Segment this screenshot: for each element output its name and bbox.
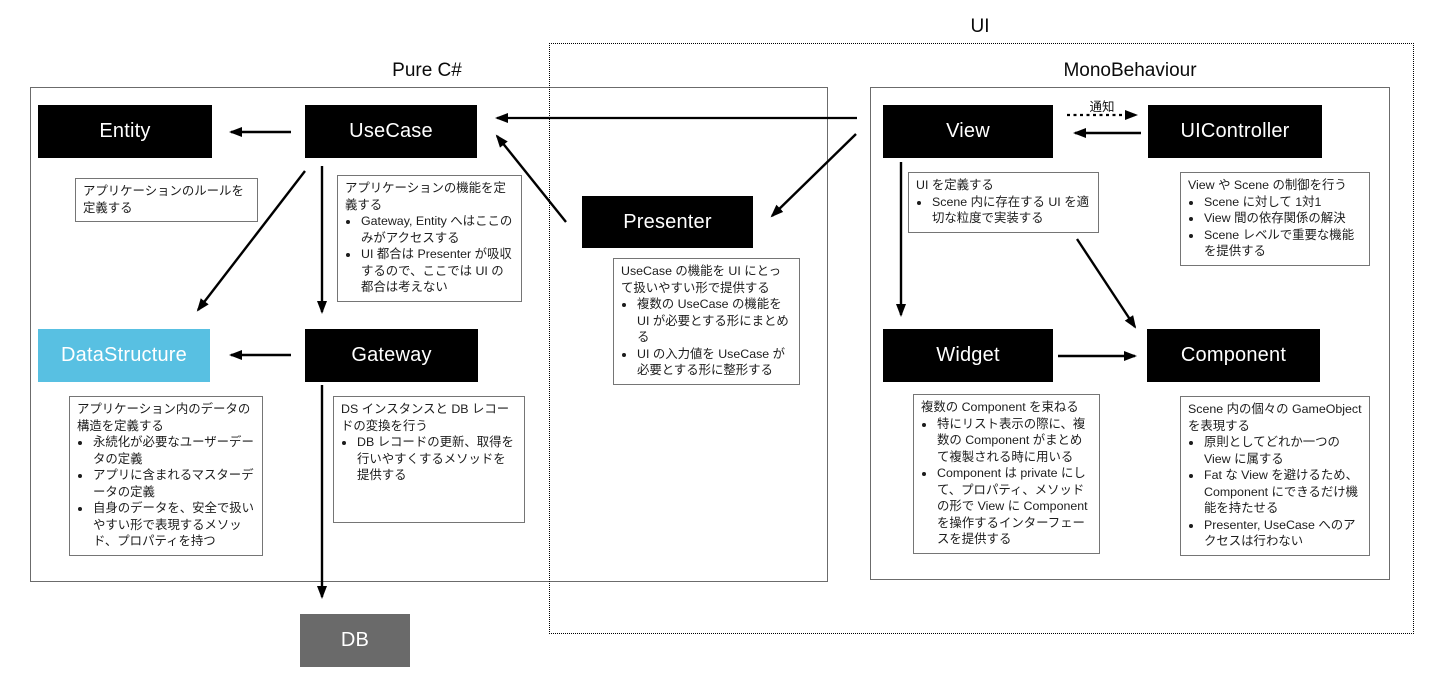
note-bullet: 自身のデータを、安全で扱いやすい形で表現するメソッド、プロパティを持つ bbox=[92, 500, 255, 550]
note-presenter-intro: UseCase の機能を UI にとって扱いやすい形で提供する bbox=[621, 264, 782, 295]
note-bullet: 特にリスト表示の際に、複数の Component がまとめて複製される時に用いる bbox=[936, 416, 1092, 466]
group-monobehaviour-border bbox=[870, 87, 1390, 580]
note-bullet: 複数の UseCase の機能を UI が必要とする形にまとめる bbox=[636, 296, 792, 346]
note-bullet: Scene レベルで重要な機能を提供する bbox=[1203, 227, 1362, 260]
node-view-label: View bbox=[946, 120, 990, 142]
node-component: Component bbox=[1147, 329, 1320, 382]
note-bullet: Fat な View を避けるため、Component にできるだけ機能を持たせ… bbox=[1203, 467, 1362, 517]
note-bullet: 原則としてどれか一つの View に属する bbox=[1203, 434, 1362, 467]
note-view: UI を定義する Scene 内に存在する UI を適切な粒度で実装する bbox=[908, 172, 1099, 233]
node-gateway: Gateway bbox=[305, 329, 478, 382]
note-component-intro: Scene 内の個々の GameObject を表現する bbox=[1188, 402, 1362, 433]
node-component-label: Component bbox=[1180, 344, 1287, 366]
note-presenter-bullets: 複数の UseCase の機能を UI が必要とする形にまとめる UI の入力値… bbox=[621, 296, 792, 379]
node-db: DB bbox=[300, 614, 410, 667]
group-pure-csharp-border bbox=[30, 87, 828, 582]
note-bullet: 永続化が必要なユーザーデータの定義 bbox=[92, 434, 255, 467]
node-datastructure: DataStructure bbox=[38, 329, 210, 382]
note-bullet: Presenter, UseCase へのアクセスは行わない bbox=[1203, 517, 1362, 550]
node-usecase-label: UseCase bbox=[349, 120, 433, 142]
node-presenter-label: Presenter bbox=[623, 210, 712, 233]
node-datastructure-label: DataStructure bbox=[61, 344, 187, 366]
node-uicontroller: UIController bbox=[1148, 105, 1322, 158]
note-bullet: View 間の依存関係の解決 bbox=[1203, 210, 1362, 227]
note-bullet: Scene 内に存在する UI を適切な粒度で実装する bbox=[931, 194, 1091, 227]
node-usecase: UseCase bbox=[305, 105, 477, 158]
note-widget-intro: 複数の Component を束ねる bbox=[921, 400, 1079, 414]
edge-label-notify: 通知 bbox=[1089, 100, 1115, 114]
note-entity: アプリケーションのルールを定義する bbox=[75, 178, 258, 222]
node-view: View bbox=[883, 105, 1053, 158]
note-component-bullets: 原則としてどれか一つの View に属する Fat な View を避けるため、… bbox=[1188, 434, 1362, 550]
note-bullet: UI 都合は Presenter が吸収するので、ここでは UI の都合は考えな… bbox=[360, 246, 514, 296]
note-usecase-intro: アプリケーションの機能を定義する bbox=[345, 181, 506, 212]
note-component: Scene 内の個々の GameObject を表現する 原則としてどれか一つの… bbox=[1180, 396, 1370, 556]
note-bullet: UI の入力値を UseCase が必要とする形に整形する bbox=[636, 346, 792, 379]
node-gateway-label: Gateway bbox=[351, 344, 432, 366]
note-usecase: アプリケーションの機能を定義する Gateway, Entity へはここのみが… bbox=[337, 175, 522, 302]
note-gateway-bullets: DB レコードの更新、取得を行いやすくするメソッドを提供する bbox=[341, 434, 517, 484]
note-view-intro: UI を定義する bbox=[916, 178, 994, 192]
node-widget: Widget bbox=[883, 329, 1053, 382]
group-label-ui: UI bbox=[970, 16, 990, 37]
node-entity: Entity bbox=[38, 105, 212, 158]
note-bullet: Component は private にして、プロパティ、メソッドの形で Vi… bbox=[936, 465, 1092, 548]
note-datastructure-bullets: 永続化が必要なユーザーデータの定義 アプリに含まれるマスターデータの定義 自身の… bbox=[77, 434, 255, 550]
note-gateway-intro: DS インスタンスと DB レコードの変換を行う bbox=[341, 402, 510, 433]
node-entity-label: Entity bbox=[99, 120, 151, 142]
group-ui-border bbox=[549, 43, 1414, 634]
note-uicontroller-intro: View や Scene の制御を行う bbox=[1188, 178, 1347, 192]
node-widget-label: Widget bbox=[936, 344, 1000, 366]
note-bullet: アプリに含まれるマスターデータの定義 bbox=[92, 467, 255, 500]
node-uicontroller-label: UIController bbox=[1180, 120, 1290, 142]
note-usecase-bullets: Gateway, Entity へはここのみがアクセスする UI 都合は Pre… bbox=[345, 213, 514, 296]
note-presenter: UseCase の機能を UI にとって扱いやすい形で提供する 複数の UseC… bbox=[613, 258, 800, 385]
note-uicontroller-bullets: Scene に対して 1対1 View 間の依存関係の解決 Scene レベルで… bbox=[1188, 194, 1362, 260]
note-gateway: DS インスタンスと DB レコードの変換を行う DB レコードの更新、取得を行… bbox=[333, 396, 525, 523]
node-presenter: Presenter bbox=[582, 196, 753, 248]
group-label-pure-csharp: Pure C# bbox=[392, 60, 462, 81]
note-view-bullets: Scene 内に存在する UI を適切な粒度で実装する bbox=[916, 194, 1091, 227]
note-bullet: DB レコードの更新、取得を行いやすくするメソッドを提供する bbox=[356, 434, 517, 484]
note-bullet: Gateway, Entity へはここのみがアクセスする bbox=[360, 213, 514, 246]
note-bullet: Scene に対して 1対1 bbox=[1203, 194, 1362, 211]
note-widget: 複数の Component を束ねる 特にリスト表示の際に、複数の Compon… bbox=[913, 394, 1100, 554]
note-datastructure-intro: アプリケーション内のデータの構造を定義する bbox=[77, 402, 251, 433]
node-db-label: DB bbox=[340, 629, 370, 651]
note-datastructure: アプリケーション内のデータの構造を定義する 永続化が必要なユーザーデータの定義 … bbox=[69, 396, 263, 556]
note-entity-intro: アプリケーションのルールを定義する bbox=[83, 184, 244, 215]
note-widget-bullets: 特にリスト表示の際に、複数の Component がまとめて複製される時に用いる… bbox=[921, 416, 1092, 548]
group-label-monobehaviour: MonoBehaviour bbox=[1063, 60, 1197, 81]
note-uicontroller: View や Scene の制御を行う Scene に対して 1対1 View … bbox=[1180, 172, 1370, 266]
